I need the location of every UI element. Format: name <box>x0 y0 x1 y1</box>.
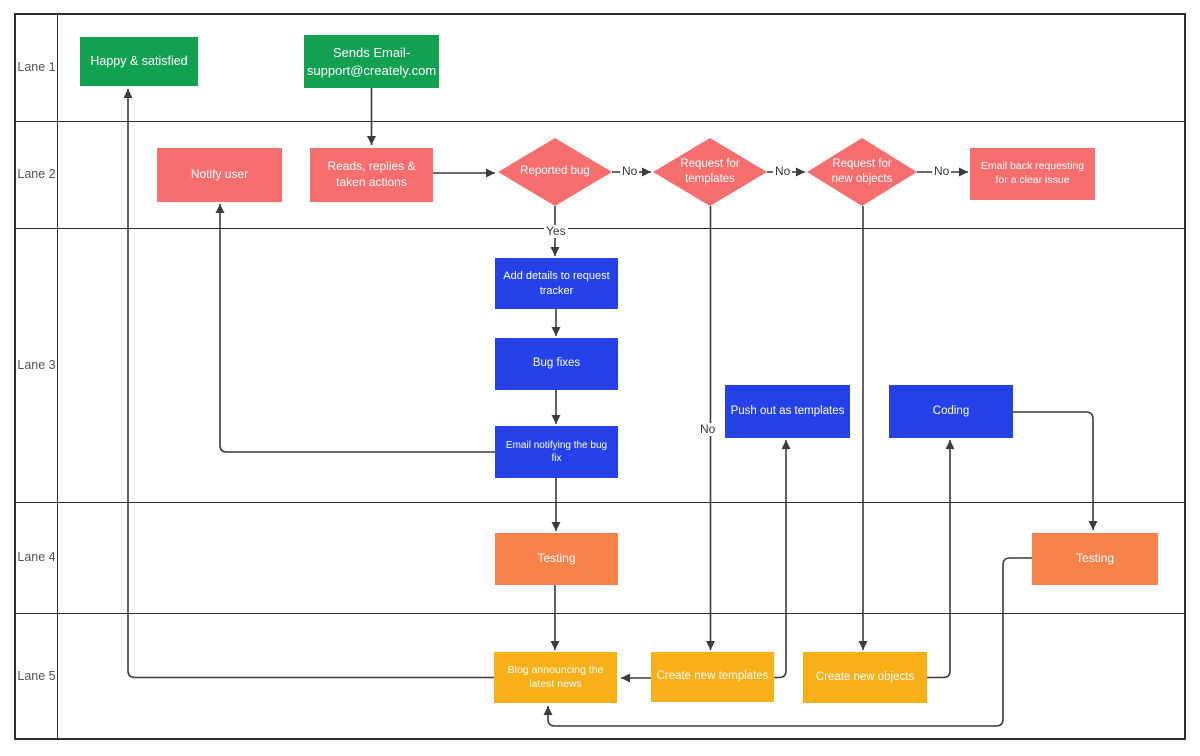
node-coding[interactable]: Coding <box>889 385 1013 438</box>
node-email-notifying-bug-fix[interactable]: Email notifying the bug fix <box>495 426 618 478</box>
edge-label-no-2: No <box>773 164 793 178</box>
edge-label-no-1: No <box>620 164 640 178</box>
lane-divider-4 <box>14 613 1186 614</box>
lane-divider-1 <box>14 121 1186 122</box>
node-push-out-templates[interactable]: Push out as templates <box>725 385 850 438</box>
lane-label-1: Lane 1 <box>17 59 56 74</box>
node-notify-user[interactable]: Notify user <box>157 148 282 202</box>
lane-label-4: Lane 4 <box>17 550 56 565</box>
node-add-details-tracker[interactable]: Add details to request tracker <box>495 258 618 309</box>
edge-label-no-4: No <box>698 422 718 436</box>
lane-divider-2 <box>14 228 1186 229</box>
lane-label-5: Lane 5 <box>17 669 56 684</box>
node-create-new-objects[interactable]: Create new objects <box>803 652 927 703</box>
lane-label-3: Lane 3 <box>17 357 56 372</box>
node-happy-satisfied[interactable]: Happy & satisfied <box>80 37 198 86</box>
edge-label-no-3: No <box>932 164 952 178</box>
node-testing-coding[interactable]: Testing <box>1032 533 1158 585</box>
lane-divider-3 <box>14 502 1186 503</box>
diagram-border <box>14 13 1186 740</box>
node-email-back-clear-issue[interactable]: Email back requesting for a clear issue <box>970 148 1095 200</box>
lane-label-divider <box>57 13 58 740</box>
lane-label-2: Lane 2 <box>17 167 56 182</box>
node-bug-fixes[interactable]: Bug fixes <box>495 338 618 390</box>
node-testing-bugfix[interactable]: Testing <box>495 533 618 585</box>
node-reads-replies[interactable]: Reads, replies & taken actions <box>310 148 433 202</box>
edge-label-yes: Yes <box>544 224 568 238</box>
node-create-new-templates[interactable]: Create new templates <box>651 652 774 702</box>
node-sends-email[interactable]: Sends Email- support@creately.com <box>304 35 439 88</box>
node-blog-announcing[interactable]: Blog announcing the latest news <box>494 652 617 703</box>
